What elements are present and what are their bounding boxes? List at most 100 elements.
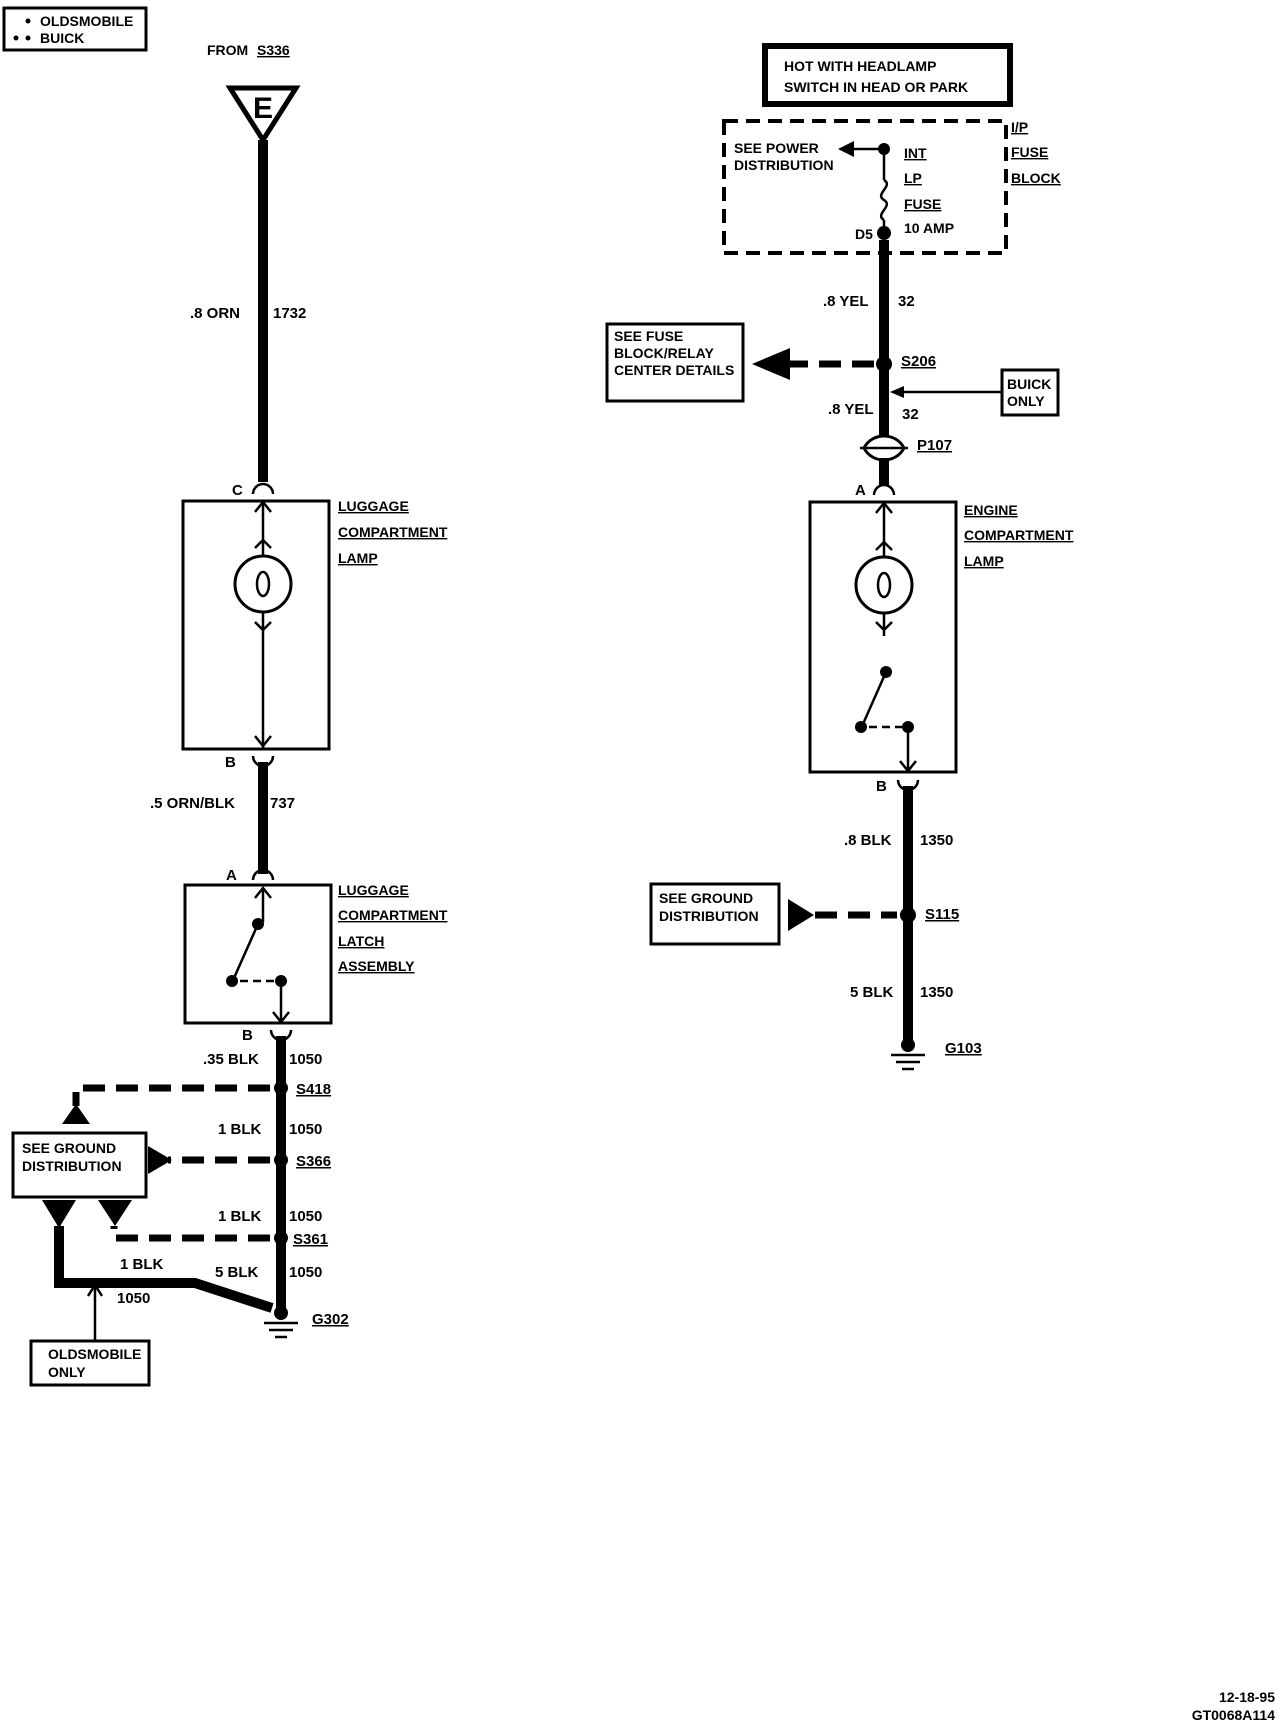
luggage-lamp-label-2: COMPARTMENT [338,524,448,540]
right-see-ground-2: DISTRIBUTION [659,908,759,924]
wire6-circuit: 1050 [289,1264,322,1281]
splice-s206-label: S206 [901,353,936,370]
ground-g103-icon [891,1038,925,1071]
footer: 12-18-95 GT0068A114 [1192,1689,1276,1723]
wire-1350-circuit-1: 1350 [920,832,953,849]
wire6-size: 5 BLK [215,1264,259,1281]
splice-s418-label: S418 [296,1081,331,1098]
legend-oldsmobile: OLDSMOBILE [40,13,133,29]
legend: OLDSMOBILE BUICK [2,6,148,52]
fuse-block-label-1: I/P [1011,119,1028,135]
buick-only-box [1000,368,1060,417]
footer-code: GT0068A114 [1192,1707,1275,1723]
wire-1732-circuit: 1732 [273,305,306,322]
wire-1350-circuit-2: 1350 [920,984,953,1001]
fuse-name-1: INT [904,145,927,161]
right-see-ground-box [649,882,781,946]
wire5-size: 1 BLK [218,1208,262,1225]
latch-assembly-box [183,883,333,1025]
left-see-ground-2: DISTRIBUTION [22,1158,122,1174]
from-label: FROM [207,42,248,58]
wire3-size: .35 BLK [203,1051,259,1068]
fuse-rating: 10 AMP [904,220,954,236]
right-see-ground-arrow-icon [788,899,814,931]
see-power-2: DISTRIBUTION [734,157,834,173]
splice-s361-label: S361 [293,1231,328,1248]
engine-lamp-label-2: COMPARTMENT [964,527,1074,543]
fuse-block-label-2: FUSE [1011,144,1048,160]
wire-32-circuit-2: 32 [902,406,919,423]
legend-buick: BUICK [40,30,84,46]
see-fuse-arrow-icon [752,348,790,380]
splice-s115-dot [900,907,916,923]
splice-s366-label: S366 [296,1153,331,1170]
wire-32-size-2: .8 YEL [828,401,874,418]
olds-only-box [29,1339,151,1387]
fuse-icon [879,178,889,222]
hot-box-2: SWITCH IN HEAD OR PARK [784,79,968,95]
wire-32-circuit-1: 32 [898,293,915,310]
see-fuse-1: SEE FUSE [614,328,683,344]
splice-s366-dot [274,1153,288,1167]
right-pin-b: B [876,778,887,795]
pin-a-label: A [226,867,237,884]
wire7-size: 1 BLK [120,1256,164,1273]
hot-with-headlamp-box [762,43,1013,107]
connector-e-letter: E [253,92,273,125]
wire-1732-size: .8 ORN [190,305,240,322]
luggage-lamp-label-3: LAMP [338,550,378,566]
ground-g103-label: G103 [945,1040,982,1057]
from-splice-label: S336 [257,42,290,58]
luggage-lamp-bulb-icon [233,554,293,614]
see-fuse-2: BLOCK/RELAY [614,345,714,361]
see-power-arrow-icon [838,141,854,157]
left-circuit: FROM S336 E .8 ORN 1732 C LUGGAGE COMPAR… [11,42,448,1387]
see-power-1: SEE POWER [734,140,819,156]
engine-lamp-bulb-icon [854,555,914,615]
right-circuit: HOT WITH HEADLAMP SWITCH IN HEAD OR PARK… [605,43,1074,1071]
wire-1350-size-2: 5 BLK [850,984,894,1001]
latch-label-1: LUGGAGE [338,882,409,898]
connector-p107-icon [860,434,908,462]
see-fuse-3: CENTER DETAILS [614,362,734,378]
wire3-circuit: 1050 [289,1051,322,1068]
wire-1350-size-1: .8 BLK [844,832,892,849]
s361-branch [110,1226,270,1242]
wire4-size: 1 BLK [218,1121,262,1138]
luggage-lamp-label-1: LUGGAGE [338,498,409,514]
buick-only-1: BUICK [1007,376,1051,392]
fuse-block-label-3: BLOCK [1011,170,1061,186]
splice-s206-dot [876,356,892,372]
latch-label-4: ASSEMBLY [338,958,415,974]
wire-32-size-1: .8 YEL [823,293,869,310]
right-see-ground-1: SEE GROUND [659,890,753,906]
pin-b1-label: B [225,754,236,771]
connector-e-triangle [225,85,301,145]
olds-only-1: OLDSMOBILE [48,1346,141,1362]
left-see-ground-1: SEE GROUND [22,1140,116,1156]
wire-737-circuit: 737 [270,795,295,812]
wire5-circuit: 1050 [289,1208,322,1225]
ip-fuse-block-outline [722,119,1008,255]
fuse-name-3: FUSE [904,196,941,212]
wire4-circuit: 1050 [289,1121,322,1138]
wire7-circuit: 1050 [117,1290,150,1307]
engine-lamp-label-3: LAMP [964,553,1004,569]
ground-g302-label: G302 [312,1311,349,1328]
pin-b2-label: B [242,1027,253,1044]
left-see-ground-box [11,1131,148,1199]
olds-ground-wire [54,1226,274,1313]
fuse-name-2: LP [904,170,922,186]
wire-737-size: .5 ORN/BLK [150,795,235,812]
pin-c-label: C [232,482,243,499]
s418-branch [72,1084,270,1106]
footer-date: 12-18-95 [1219,1689,1275,1705]
engine-lamp-label-1: ENGINE [964,502,1018,518]
engine-lamp-box [808,500,958,774]
right-pin-a: A [855,482,866,499]
ground-g302-icon [264,1306,298,1339]
connector-p107-label: P107 [917,437,952,454]
see-fuse-relay-box [605,322,745,403]
latch-label-3: LATCH [338,933,384,949]
